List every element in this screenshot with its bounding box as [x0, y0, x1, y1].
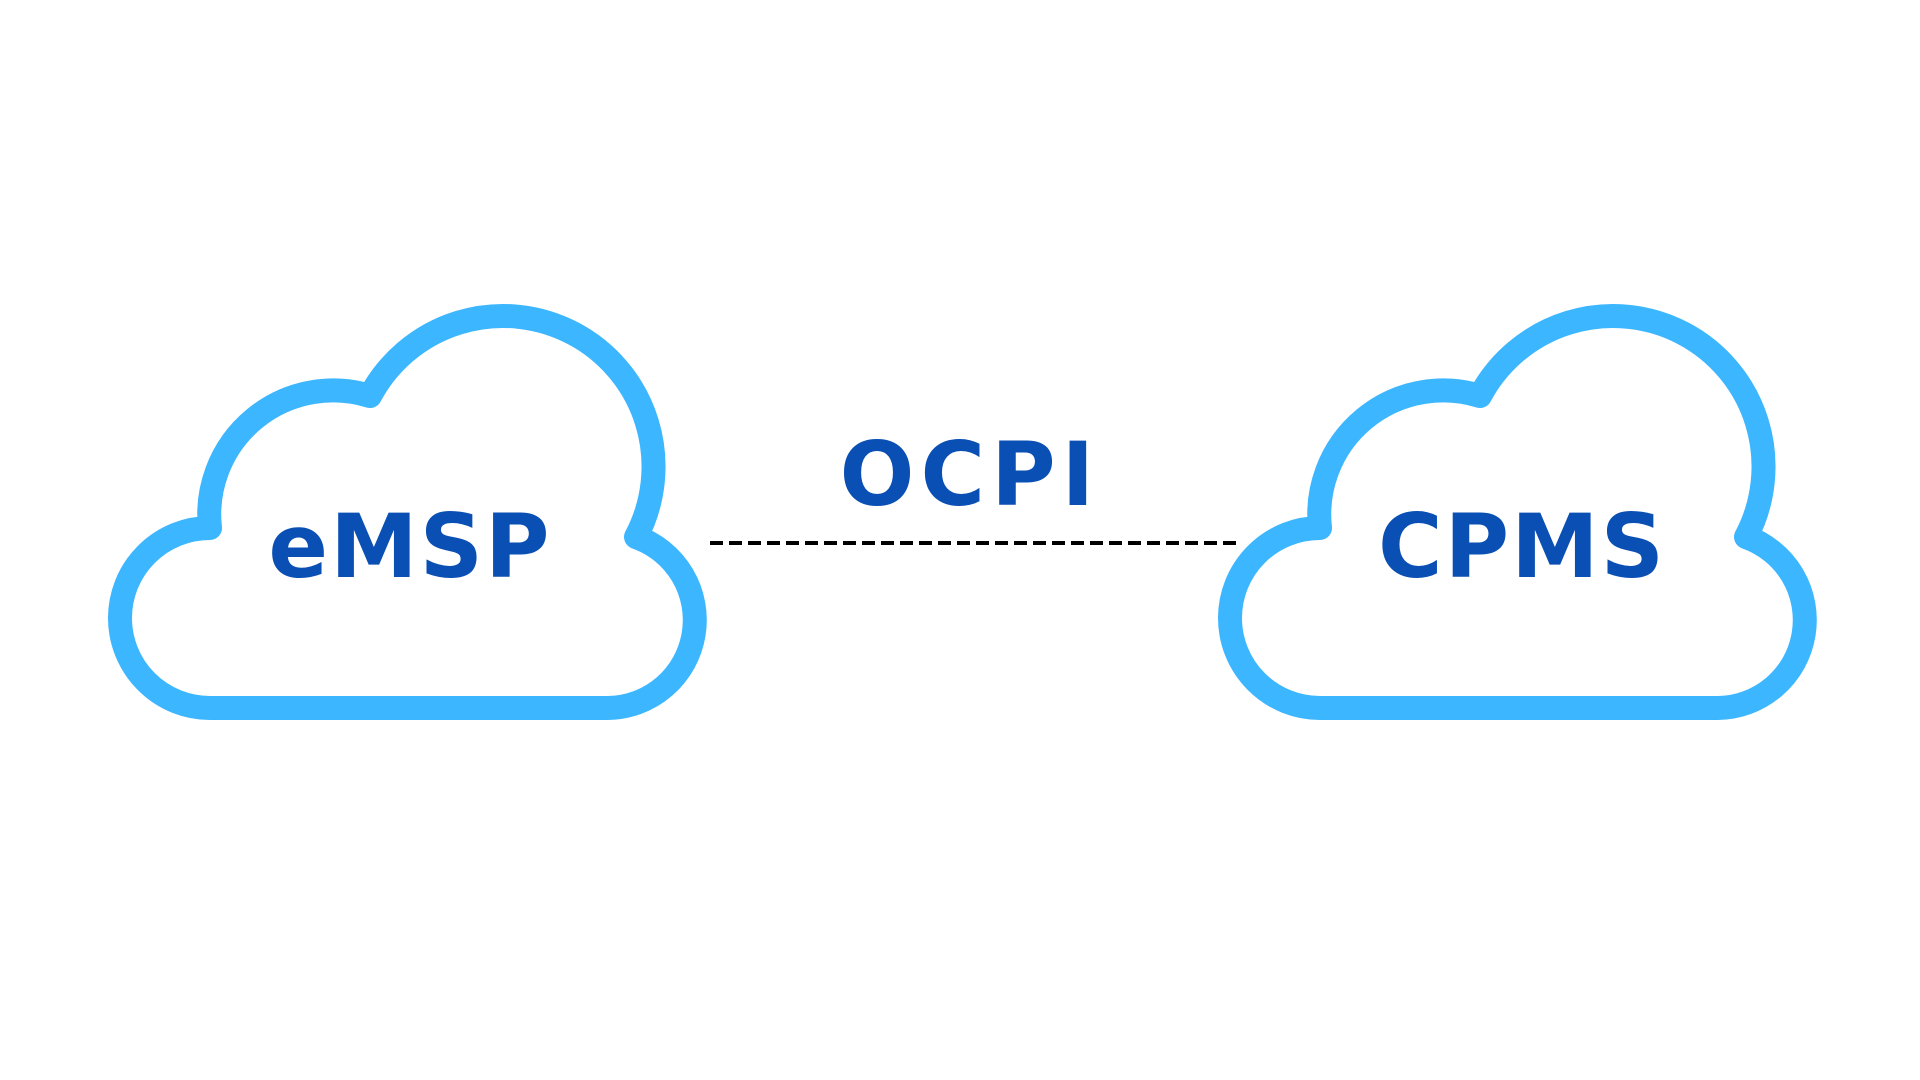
cloud-cpms: CPMS [1218, 303, 1817, 720]
cloud-emsp: eMSP [108, 303, 707, 720]
cloud-cpms-icon [1218, 303, 1817, 720]
edge-label-ocpi: OCPI [840, 423, 1101, 526]
node-label-cpms: CPMS [1378, 495, 1666, 598]
cloud-emsp-icon [108, 303, 707, 720]
node-label-emsp: eMSP [268, 495, 551, 598]
